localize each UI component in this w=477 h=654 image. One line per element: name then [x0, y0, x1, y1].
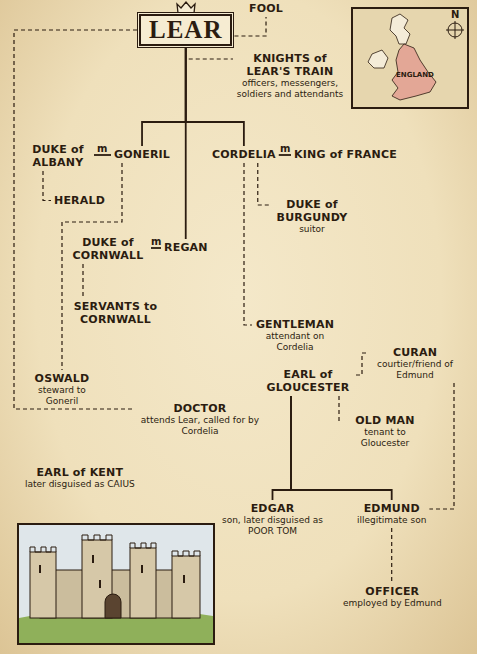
character-note: attendant on Cordelia — [255, 331, 335, 353]
attendant-link — [258, 163, 269, 205]
character-note: suitor — [272, 224, 352, 235]
family-line — [151, 247, 161, 249]
family-line — [94, 154, 111, 156]
character-label: EARL of KENT — [25, 466, 135, 479]
title-box: LEAR — [139, 14, 232, 46]
attendant-link — [339, 396, 342, 421]
castle-illustration — [18, 524, 214, 644]
character-note: illegitimate son — [357, 515, 426, 526]
character-name: FOOL — [249, 2, 283, 15]
character-label: DUKE of BURGUNDY — [272, 198, 352, 224]
map-inset — [352, 8, 468, 108]
character-label: OSWALD — [27, 372, 97, 385]
family-line — [273, 396, 292, 500]
character-name: OLD MANtenant to Gloucester — [345, 414, 425, 449]
character-note: tenant to Gloucester — [345, 427, 425, 449]
attendant-link — [391, 528, 392, 583]
character-label: GENTLEMAN — [255, 318, 335, 331]
character-name: KING of FRANCE — [294, 148, 397, 161]
character-label: EDMUND — [357, 502, 426, 515]
family-line — [279, 154, 291, 156]
attendant-link — [43, 171, 51, 201]
character-name: REGAN — [164, 241, 208, 254]
character-note: attends Lear, called for by Cordelia — [135, 415, 265, 437]
character-label: HERALD — [54, 194, 105, 207]
character-label: KNIGHTS of LEAR'S TRAIN — [236, 52, 344, 78]
character-label: GONERIL — [114, 148, 170, 161]
family-line — [142, 46, 186, 146]
character-label: EARL of GLOUCESTER — [263, 368, 353, 394]
character-note: steward to Goneril — [27, 385, 97, 407]
character-name: EDMUNDillegitimate son — [357, 502, 426, 526]
character-name: GONERIL — [114, 148, 170, 161]
character-name: CORDELIA — [212, 148, 276, 161]
character-label: DUKE of ALBANY — [25, 143, 91, 169]
character-name: EARL of KENTlater disguised as CAIUS — [25, 466, 135, 490]
character-name: OSWALDsteward to Goneril — [27, 372, 97, 407]
attendant-link — [82, 264, 83, 298]
marriage-mark: m — [97, 143, 107, 154]
character-name: DUKE of ALBANY — [25, 143, 91, 169]
attendant-link — [14, 30, 137, 409]
character-name: SERVANTS to CORNWALL — [73, 300, 158, 326]
character-name: OFFICERemployed by Edmund — [343, 585, 442, 609]
character-label: DUKE of CORNWALL — [68, 236, 148, 262]
attendant-link — [244, 163, 252, 325]
character-note: courtier/friend of Edmund — [370, 359, 460, 381]
map-label: ENGLAND — [396, 70, 434, 81]
character-label: CORDELIA — [212, 148, 276, 161]
compass-letter: N — [451, 9, 459, 20]
attendant-link — [234, 17, 266, 36]
attendant-link — [356, 353, 367, 375]
family-line — [186, 46, 244, 146]
character-name: DUKE of BURGUNDYsuitor — [272, 198, 352, 235]
crown-symbol — [177, 2, 195, 13]
attendant-link — [429, 383, 454, 509]
character-label: EDGAR — [220, 502, 325, 515]
character-label: REGAN — [164, 241, 208, 254]
character-note: officers, messengers, soldiers and atten… — [236, 78, 344, 100]
attendant-link — [186, 48, 233, 59]
character-label: OLD MAN — [345, 414, 425, 427]
character-label: DOCTOR — [135, 402, 265, 415]
character-name: EDGARson, later disguised as POOR TOM — [220, 502, 325, 537]
character-name: DUKE of CORNWALL — [68, 236, 148, 262]
character-label: SERVANTS to CORNWALL — [73, 300, 158, 326]
character-name: HERALD — [54, 194, 105, 207]
character-note: son, later disguised as POOR TOM — [220, 515, 325, 537]
character-name: CURANcourtier/friend of Edmund — [370, 346, 460, 381]
character-label: FOOL — [249, 2, 283, 15]
character-name: EARL of GLOUCESTER — [263, 368, 353, 394]
character-note: later disguised as CAIUS — [25, 479, 135, 490]
character-note: employed by Edmund — [343, 598, 442, 609]
marriage-mark: m — [151, 236, 161, 247]
character-group: KNIGHTS of LEAR'S TRAINofficers, messeng… — [236, 52, 344, 100]
character-label: OFFICER — [343, 585, 442, 598]
marriage-mark: m — [280, 143, 290, 154]
character-name: GENTLEMANattendant on Cordelia — [255, 318, 335, 353]
character-label: KING of FRANCE — [294, 148, 397, 161]
family-line — [185, 48, 187, 239]
character-label: LEAR — [149, 16, 222, 44]
character-name: DOCTORattends Lear, called for by Cordel… — [135, 402, 265, 437]
character-label: CURAN — [370, 346, 460, 359]
